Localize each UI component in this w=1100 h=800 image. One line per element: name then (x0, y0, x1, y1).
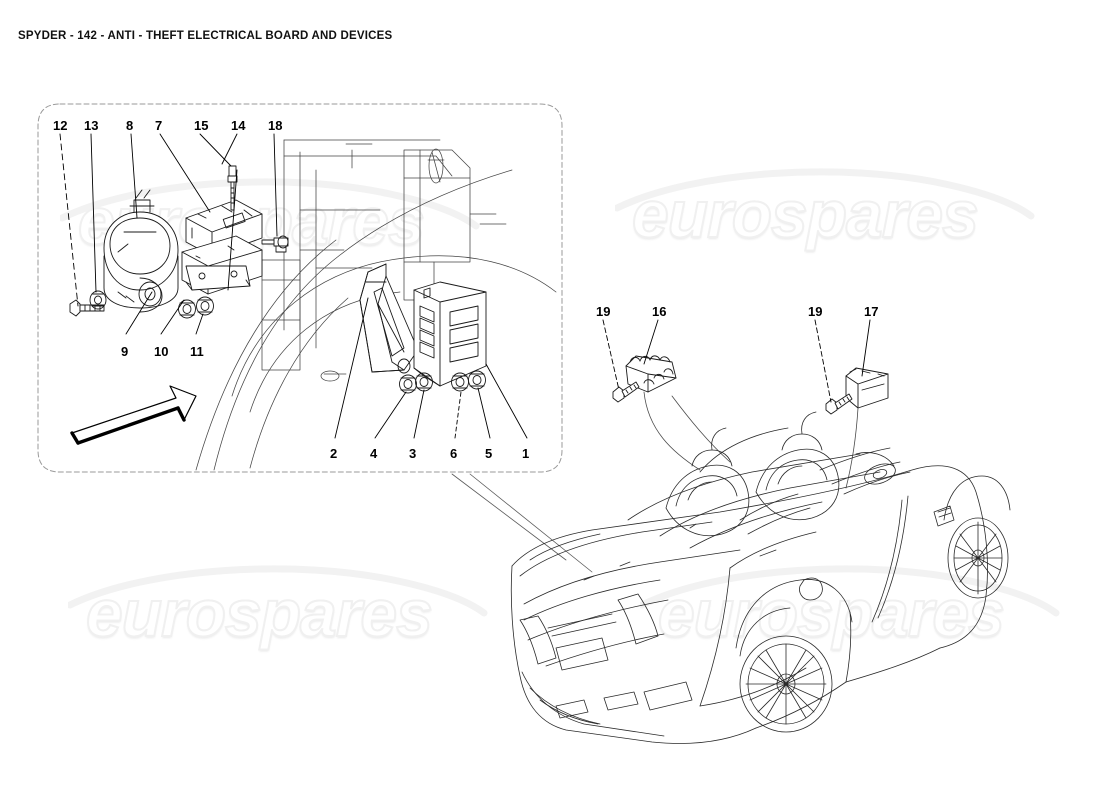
callout-1[interactable]: 1 (522, 446, 530, 461)
callout-2[interactable]: 2 (330, 446, 338, 461)
part-fixing-washer-13 (90, 291, 106, 309)
callout-14[interactable]: 14 (231, 118, 246, 133)
callout-10[interactable]: 10 (154, 344, 169, 359)
callout-5[interactable]: 5 (485, 446, 493, 461)
vehicle-body-outline (511, 466, 987, 744)
part-sensor-screw-19-right (826, 394, 852, 414)
part-ecu-mounting-bracket (360, 264, 418, 373)
callout-4[interactable]: 4 (370, 446, 378, 461)
callout-17[interactable]: 17 (864, 304, 879, 319)
callout-6[interactable]: 6 (450, 446, 458, 461)
callout-leaders-left (126, 292, 203, 334)
callout-16[interactable]: 16 (652, 304, 667, 319)
detail-panel-border (38, 104, 562, 472)
rear-deck (520, 522, 740, 736)
part-siren-fasteners (179, 297, 214, 318)
callout-7[interactable]: 7 (155, 118, 163, 133)
callout-8[interactable]: 8 (126, 118, 134, 133)
callout-leaders-top (60, 134, 277, 306)
callout-3[interactable]: 3 (409, 446, 417, 461)
part-anti-theft-ecu (414, 282, 486, 386)
callout-13[interactable]: 13 (84, 118, 99, 133)
rear-wheel (740, 608, 832, 732)
body-structure-sketch (196, 140, 556, 470)
part-ultrasonic-sensor (626, 356, 676, 392)
side-body-panels (700, 496, 954, 706)
callout-leaders-right (603, 320, 870, 488)
forward-direction-arrow (72, 386, 196, 443)
page-title: SPYDER - 142 - ANTI - THEFT ELECTRICAL B… (18, 30, 393, 42)
callout-11[interactable]: 11 (190, 344, 204, 359)
part-nut-washer-5-6 (452, 371, 486, 391)
callout-leaders-bottom (335, 298, 527, 438)
callout-19-right[interactable]: 19 (808, 304, 823, 319)
part-nut-washer-3-4 (400, 373, 433, 393)
callout-15[interactable]: 15 (194, 118, 209, 133)
open-cockpit-area (628, 412, 910, 548)
part-volumetric-sensor-module (846, 368, 888, 408)
callout-9[interactable]: 9 (121, 344, 129, 359)
callout-18[interactable]: 18 (268, 118, 283, 133)
panel-to-vehicle-leaders (452, 474, 592, 572)
part-module-fixing-screw (228, 166, 237, 210)
front-wheel (948, 518, 1008, 598)
callout-19-left[interactable]: 19 (596, 304, 611, 319)
part-module-support-bracket (182, 236, 262, 294)
callout-12[interactable]: 12 (53, 118, 68, 133)
part-siren-alarm-unit (104, 190, 178, 312)
part-sensor-screw-19-left (613, 382, 639, 402)
part-body-stud (262, 236, 288, 252)
